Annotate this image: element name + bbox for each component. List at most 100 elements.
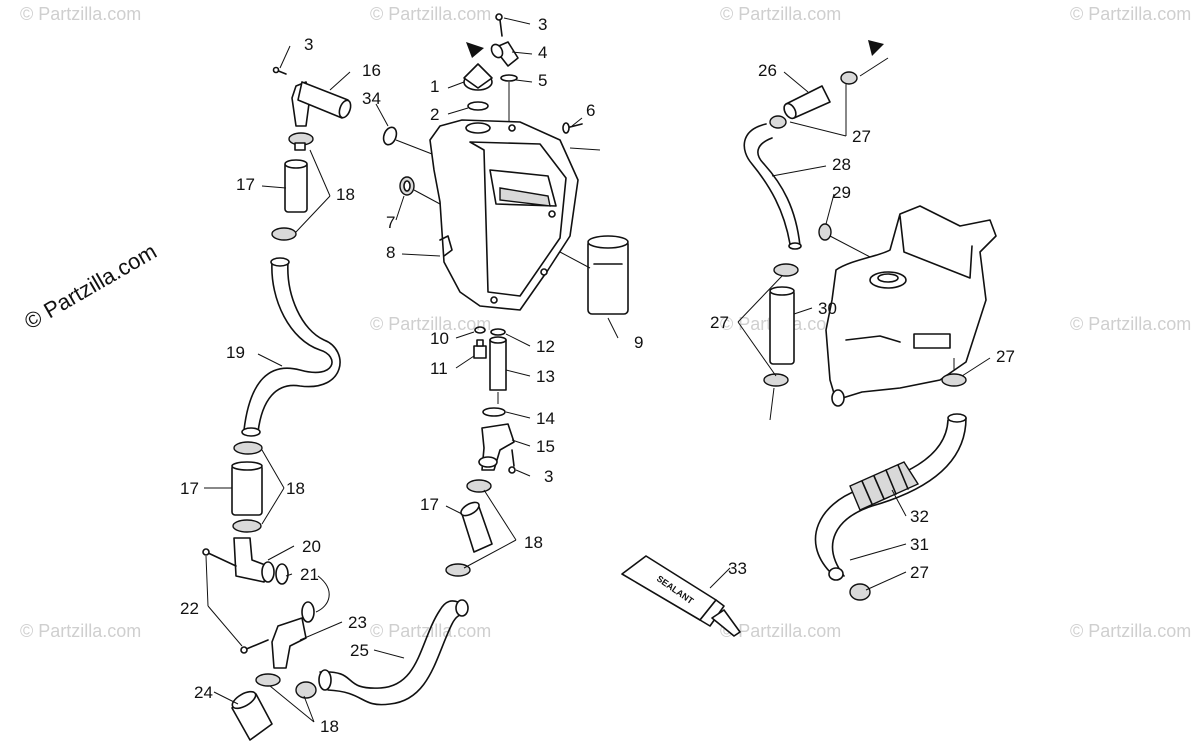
callout-label: 12 [536,337,555,356]
callout-label: 24 [194,683,213,702]
hose-section-icon [231,461,263,516]
screw-icon [202,548,237,567]
watermark-tile: © Partzilla.com [720,4,841,24]
sealant-tube-icon: SEALANT [621,555,741,637]
callout-label: 13 [536,367,555,386]
right-hose-assembly: SEALANT [621,40,997,637]
callout-label: 25 [350,641,369,660]
callout-label: 23 [348,613,367,632]
callout-label: 18 [286,479,305,498]
watermark-tile: © Partzilla.com [20,4,141,24]
callout-label: 30 [818,299,837,318]
reservoir-tank-icon [825,205,997,407]
hose-section-icon [284,159,308,213]
pipe-icon [489,336,507,391]
washer-icon [474,326,486,334]
callout-label: 32 [910,507,929,526]
hose-clamp-icon [941,373,967,387]
gasket-icon [301,601,315,623]
oil-tank-icon [429,119,579,311]
hose-clamp-icon [466,479,492,493]
screw-icon [495,13,503,37]
callout-label: 27 [996,347,1015,366]
callout-label: 3 [304,35,313,54]
leader-lines [204,17,991,723]
callout-label: 9 [634,333,643,352]
screw-icon [272,66,287,75]
oil-filter-icon [587,235,629,315]
watermark-tile: © Partzilla.com [1070,621,1191,641]
o-ring-icon [490,328,506,336]
hose-icon [319,600,459,689]
oil-tank-assembly [399,13,629,577]
left-hose-assembly [202,66,469,741]
o-ring-icon [382,126,398,146]
callout-label: 14 [536,409,555,428]
hose-clamp-icon [769,115,787,129]
callout-label: 22 [180,599,199,618]
gasket-icon [275,563,289,585]
hose-icon [243,261,333,431]
watermark-tile: © Partzilla.com [370,621,491,641]
filler-cap-icon [463,63,493,91]
callout-label: 1 [430,77,439,96]
callout-label: 26 [758,61,777,80]
watermark-tile: © Partzilla.com [20,621,141,641]
callout-label: 7 [386,213,395,232]
callout-label: 20 [302,537,321,556]
callout-label: 31 [910,535,929,554]
watermark-layer: © Partzilla.com © Partzilla.com © Partzi… [20,4,1191,641]
elbow-fitting-icon [271,617,307,669]
o-ring-icon [482,407,506,417]
screw-icon [508,449,516,474]
screw-icon [562,122,583,134]
callout-label: 17 [236,175,255,194]
hose-clamp-icon [271,227,297,241]
watermark-tile: © Partzilla.com [370,314,491,334]
callout-label: 15 [536,437,555,456]
grommet-icon [399,176,415,196]
hose-clamp-icon [255,673,281,687]
hose-clamp-icon [232,519,262,533]
callout-label: 6 [586,101,595,120]
hose-clamp-icon [763,373,789,387]
callout-label: 34 [362,89,381,108]
grommet-icon [818,223,832,241]
elbow-fitting-icon [291,81,352,127]
callout-label: 27 [710,313,729,332]
callout-label: 18 [320,717,339,736]
callout-label: 3 [538,15,547,34]
callout-label: 2 [430,105,439,124]
o-ring-icon [500,74,518,82]
arrow-icon [466,42,484,58]
callout-label: 29 [832,183,851,202]
hose-clamp-icon [295,681,317,699]
elbow-fitting-icon [233,537,275,583]
hose-boot-icon [231,690,273,741]
hose-clamp-icon [840,71,858,85]
callout-label: 17 [180,479,199,498]
callout-label: 21 [300,565,319,584]
hose-clamp-icon [773,263,799,277]
arrow-icon [868,40,884,56]
hose-section-icon [460,501,493,553]
hose-clamp-icon [288,132,314,151]
elbow-fitting-icon [490,41,519,67]
watermark-tile: © Partzilla.com [720,621,841,641]
callout-label: 18 [524,533,543,552]
callout-label: 33 [728,559,747,578]
hose-clamp-icon [849,583,871,601]
callout-label: 11 [430,359,448,378]
callout-label: 5 [538,71,547,90]
o-ring-icon [467,101,489,111]
callout-label: 28 [832,155,851,174]
callout-label: 8 [386,243,395,262]
callout-label: 27 [910,563,929,582]
callout-label: 27 [852,127,871,146]
elbow-fitting-icon [478,423,515,471]
hose-clamp-icon [445,563,471,577]
hose-icon [743,123,791,245]
callout-label: 10 [430,329,449,348]
drain-plug-icon [473,339,487,359]
